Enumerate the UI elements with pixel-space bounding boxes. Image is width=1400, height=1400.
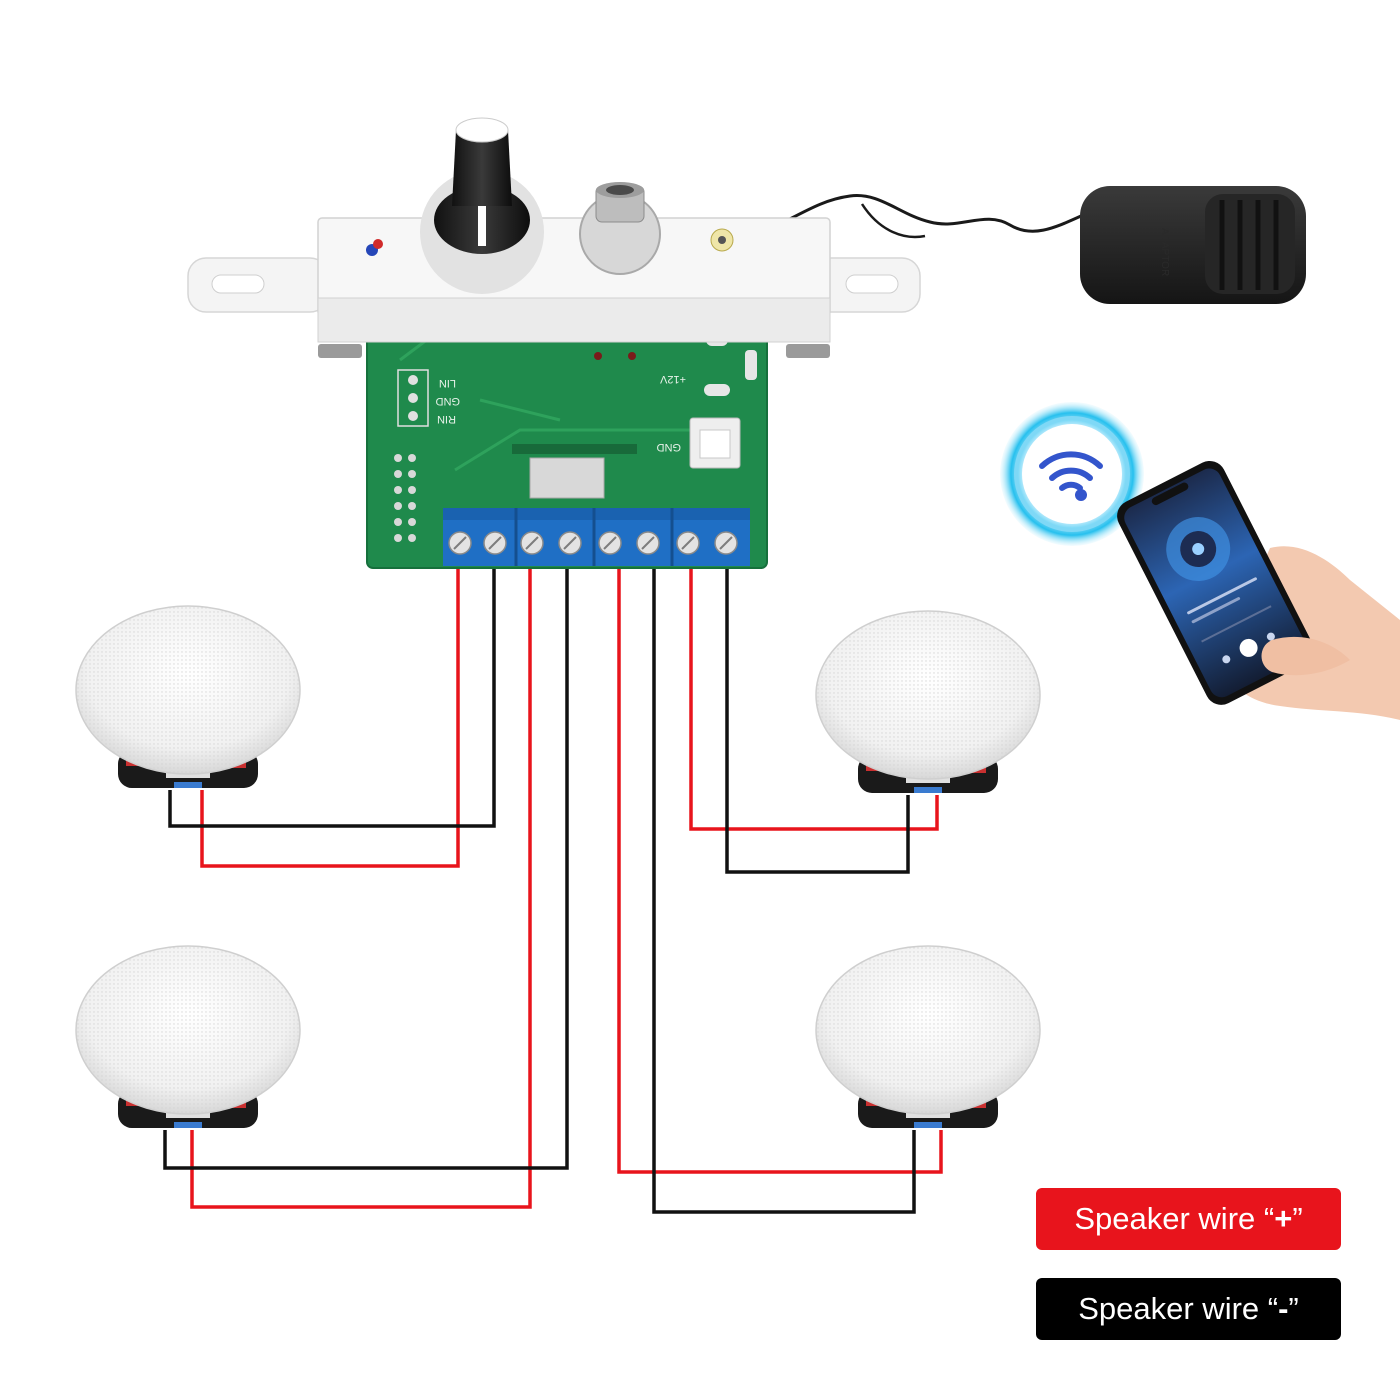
wire-speaker-bottom-left-negative <box>163 562 569 1170</box>
speaker-wires <box>163 562 943 1214</box>
screw-right <box>786 344 830 358</box>
play-pause-icon <box>1239 638 1258 657</box>
legend-positive-suffix: ” <box>1292 1201 1303 1236</box>
legend-negative-suffix: ” <box>1288 1291 1299 1326</box>
legend-positive-symbol: + <box>1274 1201 1293 1236</box>
legend-negative-prefix: Speaker wire “ <box>1078 1291 1279 1326</box>
wireless-signal-badge <box>1000 402 1144 546</box>
ceiling-speaker-bottom-left <box>75 945 301 1128</box>
screw-left <box>318 344 362 358</box>
legend-negative-symbol: - <box>1278 1291 1289 1326</box>
wire-speaker-bottom-right-positive <box>617 562 943 1174</box>
legend-positive-prefix: Speaker wire “ <box>1074 1201 1275 1236</box>
adapter-cable <box>759 194 1091 236</box>
status-led-red <box>373 239 383 249</box>
thumb <box>1261 636 1350 676</box>
amplifier-pcb <box>367 310 767 568</box>
pcb-label-12v: +12V <box>659 373 686 385</box>
pcb-label-rin: RIN <box>437 413 456 425</box>
legend-positive-wire: Speaker wire “+” <box>1036 1188 1341 1250</box>
wire-speaker-bottom-right-negative <box>652 562 916 1214</box>
wire-speaker-top-right-negative <box>725 562 910 874</box>
wall-plate-amplifier: LIN GND RIN +12V GND <box>187 117 921 569</box>
smartphone-screen <box>1124 468 1307 698</box>
previous-track-icon <box>1222 655 1231 664</box>
wifi-icon <box>1039 451 1103 491</box>
pcb-label-gnd-2: GND <box>657 441 682 453</box>
wire-speaker-top-left-positive <box>200 562 460 868</box>
next-track-icon <box>1266 632 1275 641</box>
wire-speaker-top-left-negative <box>168 562 496 828</box>
pcb-label-gnd: GND <box>436 395 461 407</box>
bluetooth-module-chip <box>529 457 605 499</box>
ceiling-speaker-top-right <box>815 610 1041 793</box>
pcb-label-lin: LIN <box>439 377 456 389</box>
legend-negative-wire: Speaker wire “-” <box>1036 1278 1341 1340</box>
ceiling-speaker-bottom-right <box>815 945 1041 1128</box>
ceiling-speaker-top-left <box>75 605 301 788</box>
adapter-label: ADAPTOR <box>1159 228 1170 276</box>
smartphone-in-hand <box>1117 460 1400 720</box>
wire-speaker-top-right-positive <box>689 562 939 831</box>
